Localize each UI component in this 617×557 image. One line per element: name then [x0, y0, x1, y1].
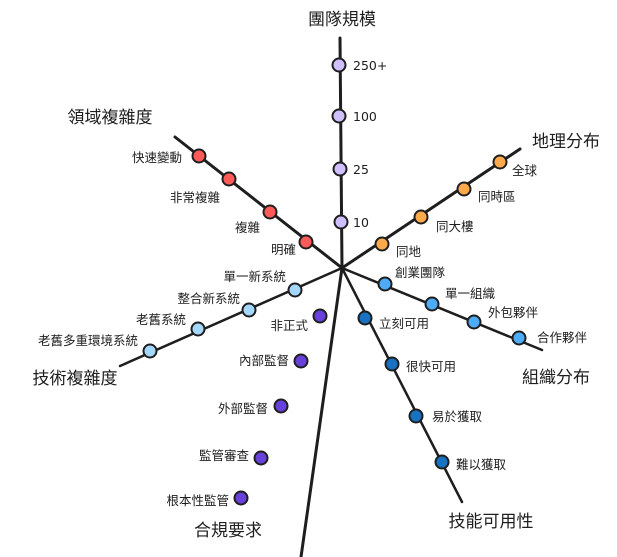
level-label: 立刻可用 [379, 316, 429, 331]
level-node [287, 282, 303, 298]
level-node [374, 236, 390, 252]
level-node [233, 490, 249, 506]
level-node [492, 154, 508, 170]
level-label: 250+ [353, 58, 387, 73]
level-label: 合作夥伴 [537, 330, 588, 345]
level-label: 10 [353, 215, 369, 230]
level-node [241, 302, 257, 318]
axis-title: 技能可用性 [449, 512, 534, 532]
level-node [262, 204, 278, 220]
level-label: 整合新系統 [177, 291, 240, 306]
level-node [142, 343, 158, 359]
level-node [408, 408, 424, 424]
level-node [190, 321, 206, 337]
level-node [456, 181, 472, 197]
level-node [253, 450, 269, 466]
level-node [434, 454, 450, 470]
level-node [384, 356, 400, 372]
level-label: 外包夥伴 [488, 305, 539, 320]
level-label: 非常複雜 [170, 190, 220, 205]
level-node [333, 214, 349, 230]
axis-line [338, 36, 344, 270]
level-label: 外部監督 [218, 401, 268, 416]
axis-title: 領域複雜度 [68, 108, 153, 128]
level-label: 同時區 [478, 189, 516, 204]
level-node [293, 353, 309, 369]
level-label: 監管審查 [199, 448, 250, 463]
level-node [331, 108, 347, 124]
axis-title: 技術複雜度 [33, 369, 118, 389]
level-label: 非正式 [270, 318, 308, 333]
level-label: 根本性監管 [166, 493, 229, 508]
level-node [298, 234, 314, 250]
level-node [331, 57, 347, 73]
level-label: 老舊多重環境系統 [38, 333, 138, 348]
level-node [332, 161, 348, 177]
level-label: 易於獲取 [432, 409, 483, 424]
level-label: 單一新系統 [223, 269, 286, 284]
level-label: 內部監督 [239, 353, 289, 368]
level-label: 100 [353, 109, 377, 124]
level-label: 複雜 [235, 220, 260, 235]
axis-line [340, 266, 544, 352]
level-label: 快速變動 [132, 150, 182, 165]
level-node [221, 171, 237, 187]
axis-line [340, 147, 522, 270]
level-label: 單一組織 [445, 286, 496, 301]
axis-title: 地理分布 [532, 132, 600, 152]
axis-team-size: 團隊規模 10 25 100 250+ [308, 10, 387, 270]
axis-title: 團隊規模 [308, 10, 376, 30]
level-node [377, 276, 393, 292]
axis-line [299, 266, 344, 557]
level-label: 創業團隊 [395, 265, 446, 280]
axis-title: 組織分布 [522, 368, 590, 388]
level-label: 25 [353, 162, 369, 177]
level-label: 很快可用 [406, 359, 456, 374]
level-label: 同地 [396, 244, 422, 259]
axis-title: 合規要求 [194, 521, 262, 541]
level-node [511, 330, 527, 346]
level-node [357, 310, 373, 326]
level-node [413, 209, 429, 225]
level-node [312, 308, 328, 324]
level-node [191, 148, 207, 164]
level-node [466, 314, 482, 330]
level-node [273, 398, 289, 414]
level-label: 明確 [271, 242, 296, 257]
level-label: 同大樓 [436, 219, 474, 234]
level-label: 老舊系統 [136, 312, 186, 327]
level-node [424, 296, 440, 312]
level-label: 全球 [512, 163, 538, 178]
level-label: 難以獲取 [456, 457, 507, 472]
